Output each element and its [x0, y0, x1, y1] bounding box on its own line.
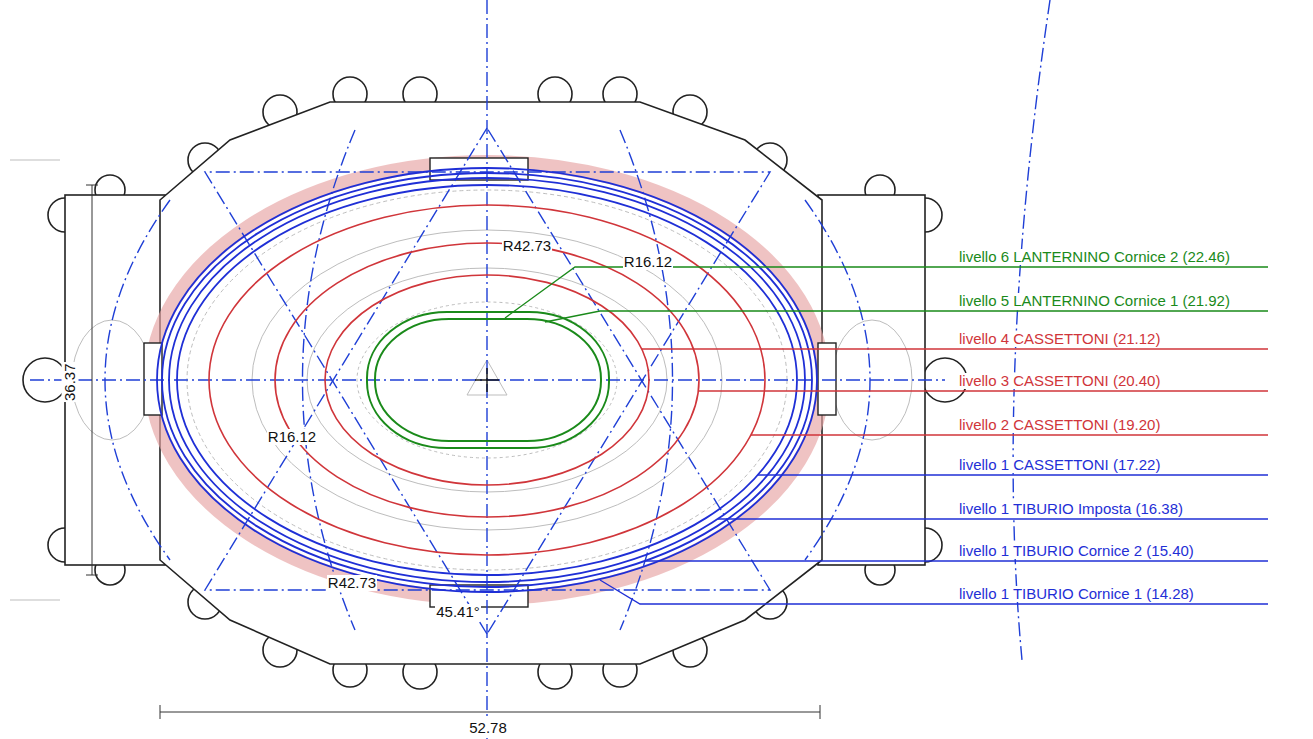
- chapel-lobes: [23, 77, 967, 689]
- centre-mark: [475, 368, 499, 392]
- niches: [144, 158, 836, 607]
- level-label: livello 5 LANTERNINO Cornice 1 (21.92): [958, 293, 1231, 310]
- level-label: livello 1 CASSETTONI (17.22): [958, 457, 1161, 474]
- level-label: livello 2 CASSETTONI (19.20): [958, 417, 1161, 434]
- level-label: livello 6 LANTERNINO Cornice 2 (22.46): [958, 249, 1231, 266]
- level-label: livello 1 TIBURIO Cornice 1 (14.28): [958, 586, 1195, 603]
- red-ellipses: [209, 205, 765, 555]
- dimension-lines: [86, 185, 820, 719]
- radius-label: R16.12: [623, 254, 673, 271]
- level-label: livello 1 TIBURIO Cornice 2 (15.40): [958, 543, 1195, 560]
- blue-ellipses: [157, 168, 817, 592]
- dimension-label: 36.37: [62, 362, 79, 402]
- leader-lines: [505, 267, 1268, 604]
- radius-label: R16.12: [267, 429, 317, 446]
- construction-lines: [30, 0, 1050, 739]
- radius-label: R42.73: [502, 238, 552, 255]
- dimension-label: 45.41°: [435, 604, 481, 621]
- level-label: livello 4 CASSETTONI (21.12): [958, 331, 1161, 348]
- level-label: livello 1 TIBURIO Imposta (16.38): [958, 501, 1184, 518]
- lantern-ellipses: [367, 312, 609, 448]
- radius-label: R42.73: [327, 575, 377, 592]
- main-body-outline: [160, 102, 822, 664]
- dimension-label: 52.78: [468, 720, 508, 737]
- level-label: livello 3 CASSETTONI (20.40): [958, 373, 1161, 390]
